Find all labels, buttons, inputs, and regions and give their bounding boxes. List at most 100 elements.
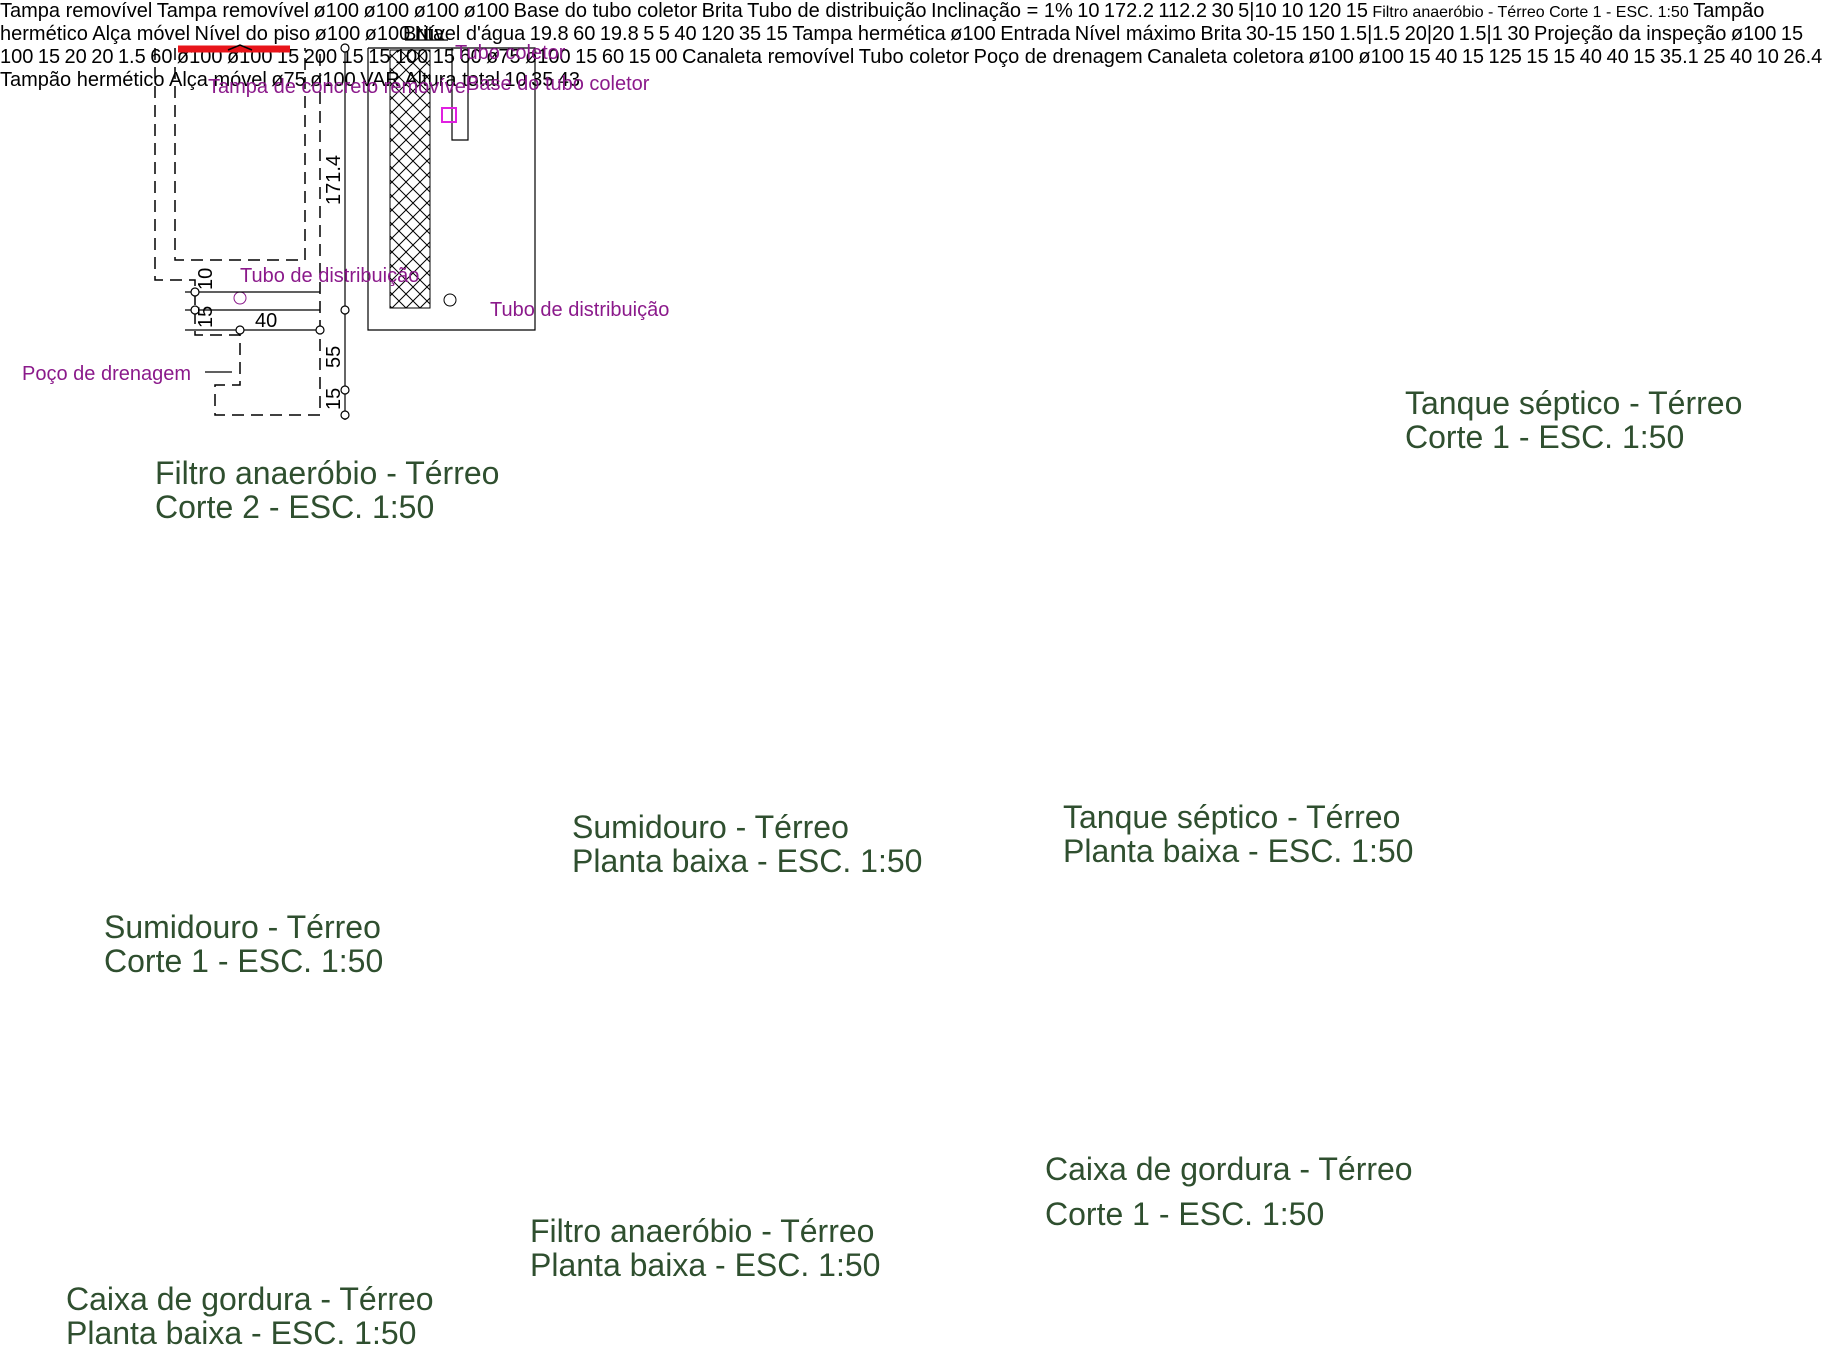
tanque-planta-title-line1: Tanque séptico - Térreo	[1063, 799, 1401, 835]
dim-25: 25	[1703, 46, 1726, 68]
dim-20a: 20	[64, 46, 87, 68]
brita-label: Brita	[1200, 23, 1242, 45]
dim-19-8a: 19.8	[529, 23, 569, 45]
base-tubo-label: Base do tubo coletor	[466, 73, 650, 95]
dim-40: 40	[1435, 46, 1458, 68]
dim-60: 60	[459, 46, 482, 68]
brita-label: Brita	[701, 0, 743, 22]
tanque-planta-title-line2: Planta baixa - ESC. 1:50	[1063, 833, 1414, 869]
tubo-coletor-label: Tubo coletor	[858, 46, 970, 68]
tampa-removivel-label: Tampa removível	[0, 0, 153, 22]
dim-15b: 15	[1461, 46, 1485, 68]
phi100-left-label: ø100	[314, 23, 361, 45]
dim-30: 30	[1507, 23, 1530, 45]
tubo-distribuicao-label: Tubo de distribuição	[747, 0, 927, 22]
dim-120: 120	[1307, 0, 1342, 22]
sumidouro-planta-drawing: Projeção da inspeção ø100 15 100 15 20 2…	[0, 23, 1803, 68]
dim-10: 10	[1756, 46, 1779, 68]
dim-35-1: 35.1	[1659, 46, 1699, 68]
dim-100: 100	[0, 46, 34, 68]
caixa-corte1-title-line1: Caixa de gordura - Térreo	[1045, 1151, 1413, 1187]
dim-40c: 40	[1729, 46, 1753, 68]
dim-5a: 5	[643, 23, 655, 45]
dim-15a: 15	[1408, 46, 1431, 68]
nivel-maximo-label: Nível máximo	[1074, 23, 1196, 45]
dim-v15a: 15	[1553, 46, 1576, 68]
dim-1-5: 1.5	[117, 46, 146, 68]
dim-15: 15	[765, 23, 788, 45]
dim-v15b: 15	[1633, 46, 1656, 68]
dim-v40a: 40	[1579, 46, 1602, 68]
canaleta-removivel-label: Canaleta removível	[681, 46, 855, 68]
dim-40: 40	[674, 23, 697, 45]
phi100-bottom-label: ø100	[1358, 46, 1404, 68]
dim-60: 60	[601, 46, 625, 68]
phi100-label: ø100	[950, 23, 996, 45]
inclinacao-label: Inclinação = 1%	[930, 0, 1073, 22]
phi100-label: ø100	[310, 69, 356, 91]
sumidouro-planta-title-line2: Planta baixa - ESC. 1:50	[572, 843, 923, 879]
dim-30: 30	[1211, 0, 1234, 22]
dim-10: 10	[1077, 0, 1100, 22]
dim-15-bottom: 15	[323, 388, 345, 410]
phi75-label: ø75	[271, 69, 306, 91]
tubo-distribuicao-label: Tubo de distribuição	[240, 265, 419, 287]
dim-26-4: 26.4	[1783, 46, 1823, 68]
dim-112-2: 112.2	[1158, 0, 1207, 22]
sumidouro-corte1-drawing: Tampa hermética ø100 Entrada Nível máxim…	[792, 23, 1534, 45]
dim-1-5-1-5: 1.5|1.5	[1339, 23, 1401, 45]
tanque-corte1-title-line1: Tanque séptico - Térreo	[1405, 385, 1743, 421]
sumidouro-corte1-title-line1: Sumidouro - Térreo	[104, 909, 381, 945]
dim-171-4: 171.4	[323, 155, 345, 205]
dim-43: 43	[557, 69, 581, 91]
dim-120: 120	[701, 23, 735, 45]
projecao-inspecao-label: Projeção da inspeção	[1534, 23, 1727, 45]
phi75-label: ø75	[486, 46, 521, 68]
dim-5-10: 5|10	[1238, 0, 1277, 22]
dim-125: 125	[1488, 46, 1522, 68]
dim-35: 35	[531, 69, 554, 91]
tubo-distribuicao-label-2: Tubo de distribuição	[490, 299, 669, 321]
dim-35: 35	[738, 23, 762, 45]
dim-150: 150	[1301, 23, 1335, 45]
dim-60: 60	[573, 23, 596, 45]
dim-15b: 15	[628, 46, 651, 68]
dim-20b: 20	[91, 46, 114, 68]
sumidouro-planta-title-line1: Sumidouro - Térreo	[572, 809, 849, 845]
dim-15a: 15	[575, 46, 598, 68]
dim-1-5-1: 1.5|1	[1458, 23, 1503, 45]
phi100-bottom-label: ø100	[463, 0, 510, 22]
caixa-planta-title-line2: Planta baixa - ESC. 1:50	[66, 1315, 417, 1351]
filtro-planta-drawing: 00 Canaleta removível Tubo coletor Poço …	[655, 46, 1822, 68]
dim-10: 10	[195, 268, 217, 290]
dim-55: 55	[323, 346, 345, 368]
tanque-corte1-title-line2: Corte 1 - ESC. 1:50	[1405, 419, 1685, 455]
dim-15: 15	[1345, 0, 1368, 22]
caixa-planta-drawing: ø75 ø100 15 60 15	[486, 46, 655, 68]
poco-drenagem-label: Poço de drenagem	[22, 363, 191, 385]
base-tubo-coletor-label: Base do tubo coletor	[513, 0, 698, 22]
dim-15d: 15	[432, 46, 456, 68]
title-line2: Corte 1 - ESC. 1:50	[1549, 4, 1689, 21]
phi100-left-label: 00	[655, 46, 678, 68]
phi100-right-label: ø100	[413, 0, 460, 22]
filtro-corte2-drawing: Brita Tubo coletor Tampa de concreto rem…	[22, 23, 669, 420]
dim-15b: 15	[37, 46, 61, 68]
tampa-hermetica-label: Tampa hermética	[792, 23, 946, 45]
filtro-corte1-drawing: Tampa removível Tampa removível ø100 ø10…	[0, 0, 1693, 22]
dim-19-8b: 19.8	[599, 23, 639, 45]
nivel-piso-label: Nível do piso	[194, 23, 311, 45]
dim-20-20: 20|20	[1404, 23, 1455, 45]
dim-40: 40	[255, 310, 277, 332]
dim-172-2: 172.2	[1103, 0, 1154, 22]
alca-label: Alça móvel	[92, 23, 191, 45]
dim-15: 15	[195, 306, 217, 328]
dim-5b: 5	[658, 23, 670, 45]
tampa-concreto-label: Tampa de concreto removível	[208, 76, 470, 98]
dim-15a: 15	[1780, 23, 1804, 45]
filtro-corte2-title-line2: Corte 2 - ESC. 1:50	[155, 489, 435, 525]
entrada-label: Entrada	[1000, 23, 1071, 45]
tubo-coletor-label: Tubo coletor	[455, 42, 566, 64]
phi100-right-label: ø100	[364, 23, 411, 45]
